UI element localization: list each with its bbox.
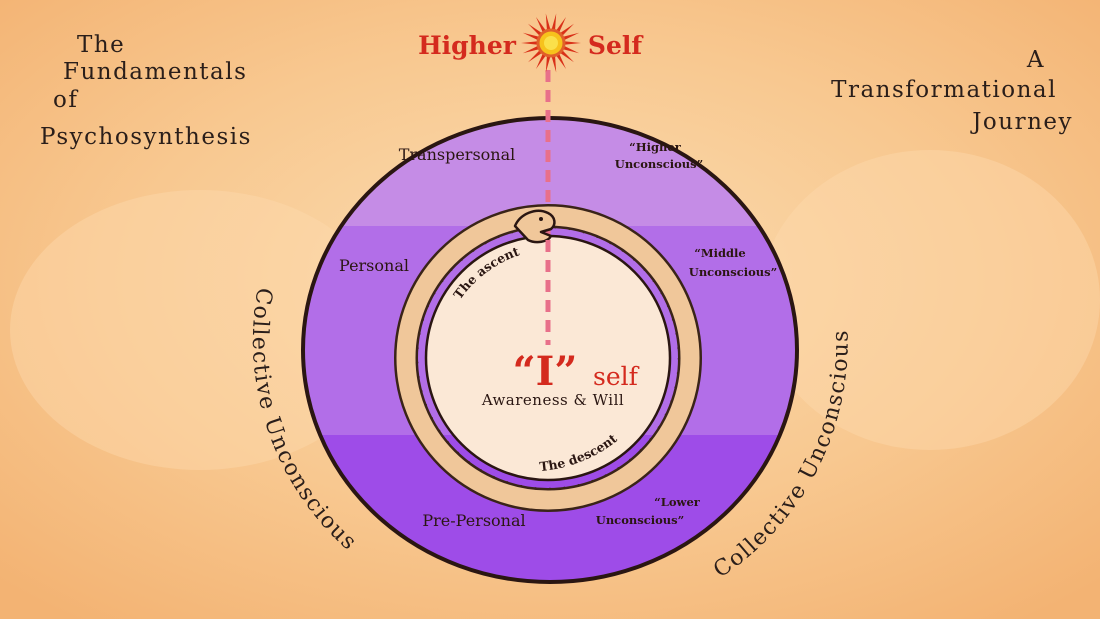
sun-ray [528, 23, 544, 37]
sun-ray [545, 54, 551, 73]
sun-ray [561, 45, 580, 54]
pre-personal-label: Pre-Personal [422, 511, 525, 530]
ouroboros-icon [394, 204, 702, 512]
self-sublabel: self [593, 362, 640, 391]
left-title-line: The [77, 32, 125, 58]
sun-ray [555, 17, 566, 34]
awareness-will-label: Awareness & Will [481, 391, 624, 409]
lower-unconscious-label: Unconscious” [596, 513, 684, 527]
right-title-line: A [1026, 47, 1045, 73]
background-glow [760, 150, 1100, 450]
left-title-line: Psychosynthesis [40, 124, 252, 150]
i-label: “I” [513, 348, 578, 395]
right-title-line: Transformational [831, 77, 1057, 103]
sun-ray [551, 13, 557, 32]
sun-ray [522, 32, 541, 41]
higher-unconscious-label: Unconscious” [615, 157, 703, 171]
left-title-line: Fundamentals [63, 59, 247, 85]
middle-unconscious-label: “Middle [694, 246, 745, 260]
sun-ray [536, 17, 547, 34]
lower-unconscious-label: “Lower [654, 495, 701, 509]
sun-ray [522, 45, 541, 54]
higher-label: Higher [418, 31, 517, 60]
background-glow [10, 190, 390, 470]
sun-ray [562, 41, 581, 45]
sun-ray [558, 49, 574, 63]
sun-icon [521, 13, 581, 73]
sun-ray [558, 23, 574, 37]
higher-unconscious-label: “Higher [629, 140, 682, 154]
personal-label: Personal [339, 256, 409, 275]
sun-ray [536, 52, 547, 69]
sun-ray [555, 52, 566, 69]
sun-ray [545, 13, 551, 32]
self-label: Self [588, 31, 644, 60]
left-title: The Fundamentals of Psychosynthesis [40, 32, 252, 150]
sun-ray [561, 32, 580, 41]
sun-ray [521, 41, 540, 45]
middle-unconscious-label: Unconscious” [689, 265, 777, 279]
left-title-line: of [53, 87, 78, 113]
sun-ray [551, 54, 557, 73]
right-title-line: Journey [970, 109, 1073, 135]
transpersonal-label: Transpersonal [399, 145, 516, 164]
sun-ray [528, 49, 544, 63]
right-title: A Transformational Journey [831, 47, 1073, 135]
